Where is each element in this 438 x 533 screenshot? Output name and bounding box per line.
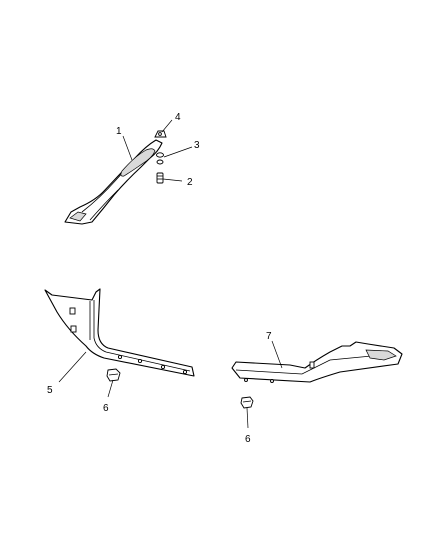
- leader-line-6b: [246, 407, 249, 429]
- callout-6-right: 6: [245, 434, 251, 445]
- leader-line-4: [161, 119, 173, 133]
- leader-line-2: [162, 178, 183, 182]
- callout-5: 5: [47, 385, 53, 396]
- leader-line-5: [58, 351, 87, 383]
- leader-line-7: [271, 340, 283, 369]
- clip-4: [154, 130, 167, 138]
- screw-2: [156, 172, 164, 184]
- grommet-3: [156, 152, 164, 165]
- callout-7: 7: [266, 331, 272, 342]
- a-pillar-trim-panel: [64, 139, 163, 225]
- retainer-clip-6-left: [106, 368, 121, 382]
- retainer-clip-6-right: [240, 396, 254, 409]
- callout-3: 3: [194, 140, 200, 151]
- callout-6-left: 6: [103, 403, 109, 414]
- cowl-side-sill-trim-panel: [44, 288, 195, 377]
- callout-4: 4: [175, 112, 181, 123]
- callout-1: 1: [116, 126, 122, 137]
- leader-line-3: [163, 146, 193, 158]
- sill-scuff-plate: [231, 341, 403, 383]
- leader-line-1: [122, 135, 133, 161]
- leader-line-6a: [107, 379, 114, 398]
- callout-2: 2: [187, 177, 193, 188]
